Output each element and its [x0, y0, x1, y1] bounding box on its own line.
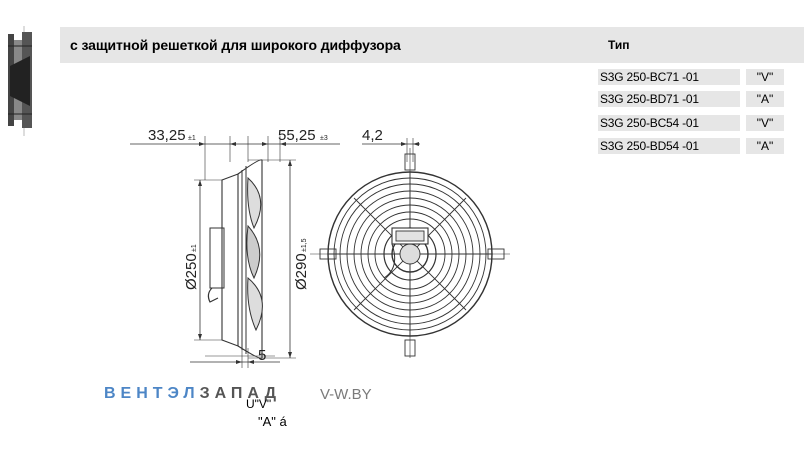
- watermark-brand: ВЕНТЭЛЗАПАД: [104, 385, 281, 403]
- stray-text-1: U"V": [246, 397, 272, 411]
- dim-bottom: 5: [258, 347, 266, 364]
- fan-thumbnail: [8, 26, 32, 136]
- dim-outer-diameter: Ø290: [293, 253, 310, 290]
- stray-text-2: "A" á: [258, 414, 287, 429]
- dim-inner-diameter-tol: ±1: [191, 244, 198, 252]
- type-variant: "A": [746, 138, 784, 154]
- section-title: с защитной решеткой для широкого диффузо…: [70, 37, 401, 53]
- type-column-header: Тип: [608, 38, 630, 52]
- dim-outer-diameter-tol: ±1,5: [301, 238, 308, 252]
- type-code: S3G 250-BD54 -01: [598, 138, 740, 154]
- technical-drawing: 33,25 ±1 55,25 ±3 4,2 Ø250 ±1 Ø290 ±1,5 …: [130, 127, 510, 368]
- type-variant: "V": [746, 69, 784, 85]
- type-variant: "V": [746, 115, 784, 131]
- dim-right-depth-tol: ±3: [320, 135, 328, 142]
- header-bar: [60, 27, 804, 63]
- type-code: S3G 250-BC54 -01: [598, 115, 740, 131]
- dim-left-depth: 33,25: [148, 127, 186, 144]
- side-view: [130, 136, 340, 368]
- watermark-brand-part1: ВЕНТЭЛ: [104, 385, 200, 402]
- dim-right-depth: 55,25: [278, 127, 316, 144]
- watermark-url: V-W.BY: [320, 386, 372, 403]
- front-view: [310, 138, 510, 358]
- type-code: S3G 250-BD71 -01: [598, 91, 740, 107]
- dim-inner-diameter: Ø250: [183, 253, 200, 290]
- type-code: S3G 250-BC71 -01: [598, 69, 740, 85]
- dim-left-depth-tol: ±1: [188, 135, 196, 142]
- dim-hole: 4,2: [362, 127, 383, 144]
- type-variant: "A": [746, 91, 784, 107]
- watermark-brand-part2: ЗАПАД: [199, 385, 281, 402]
